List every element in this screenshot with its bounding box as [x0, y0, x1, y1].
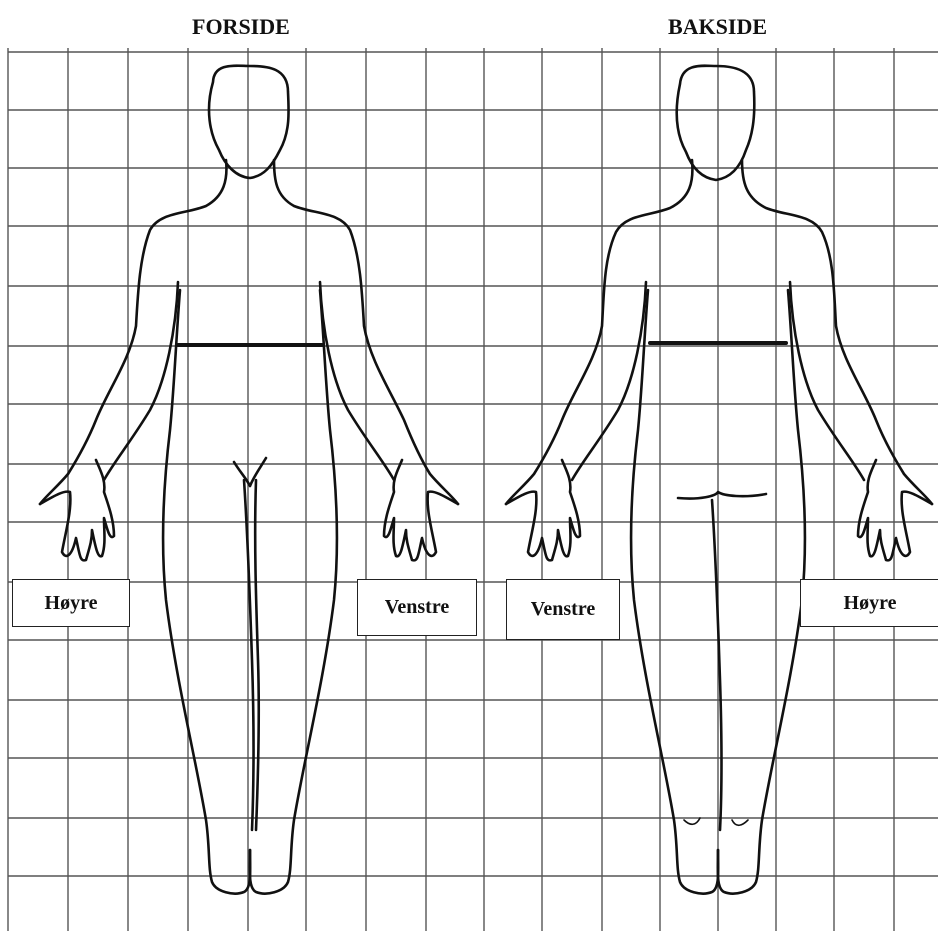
front-body-figure — [40, 66, 458, 894]
front-right-hand — [40, 460, 114, 560]
front-right-side-label: Høyre — [12, 579, 130, 627]
back-left-hand — [506, 460, 580, 560]
back-right-side-label: Høyre — [800, 579, 938, 627]
front-left-side-label: Venstre — [357, 579, 477, 636]
front-head — [209, 66, 289, 178]
back-left-side-label: Venstre — [506, 579, 620, 640]
back-view-title: BAKSIDE — [668, 14, 767, 40]
back-torso-outline — [506, 160, 692, 504]
back-body-figure — [506, 66, 932, 894]
back-right-hand — [858, 460, 932, 560]
front-left-hand — [384, 460, 458, 560]
grid — [8, 48, 938, 931]
front-view-title: FORSIDE — [192, 14, 290, 40]
